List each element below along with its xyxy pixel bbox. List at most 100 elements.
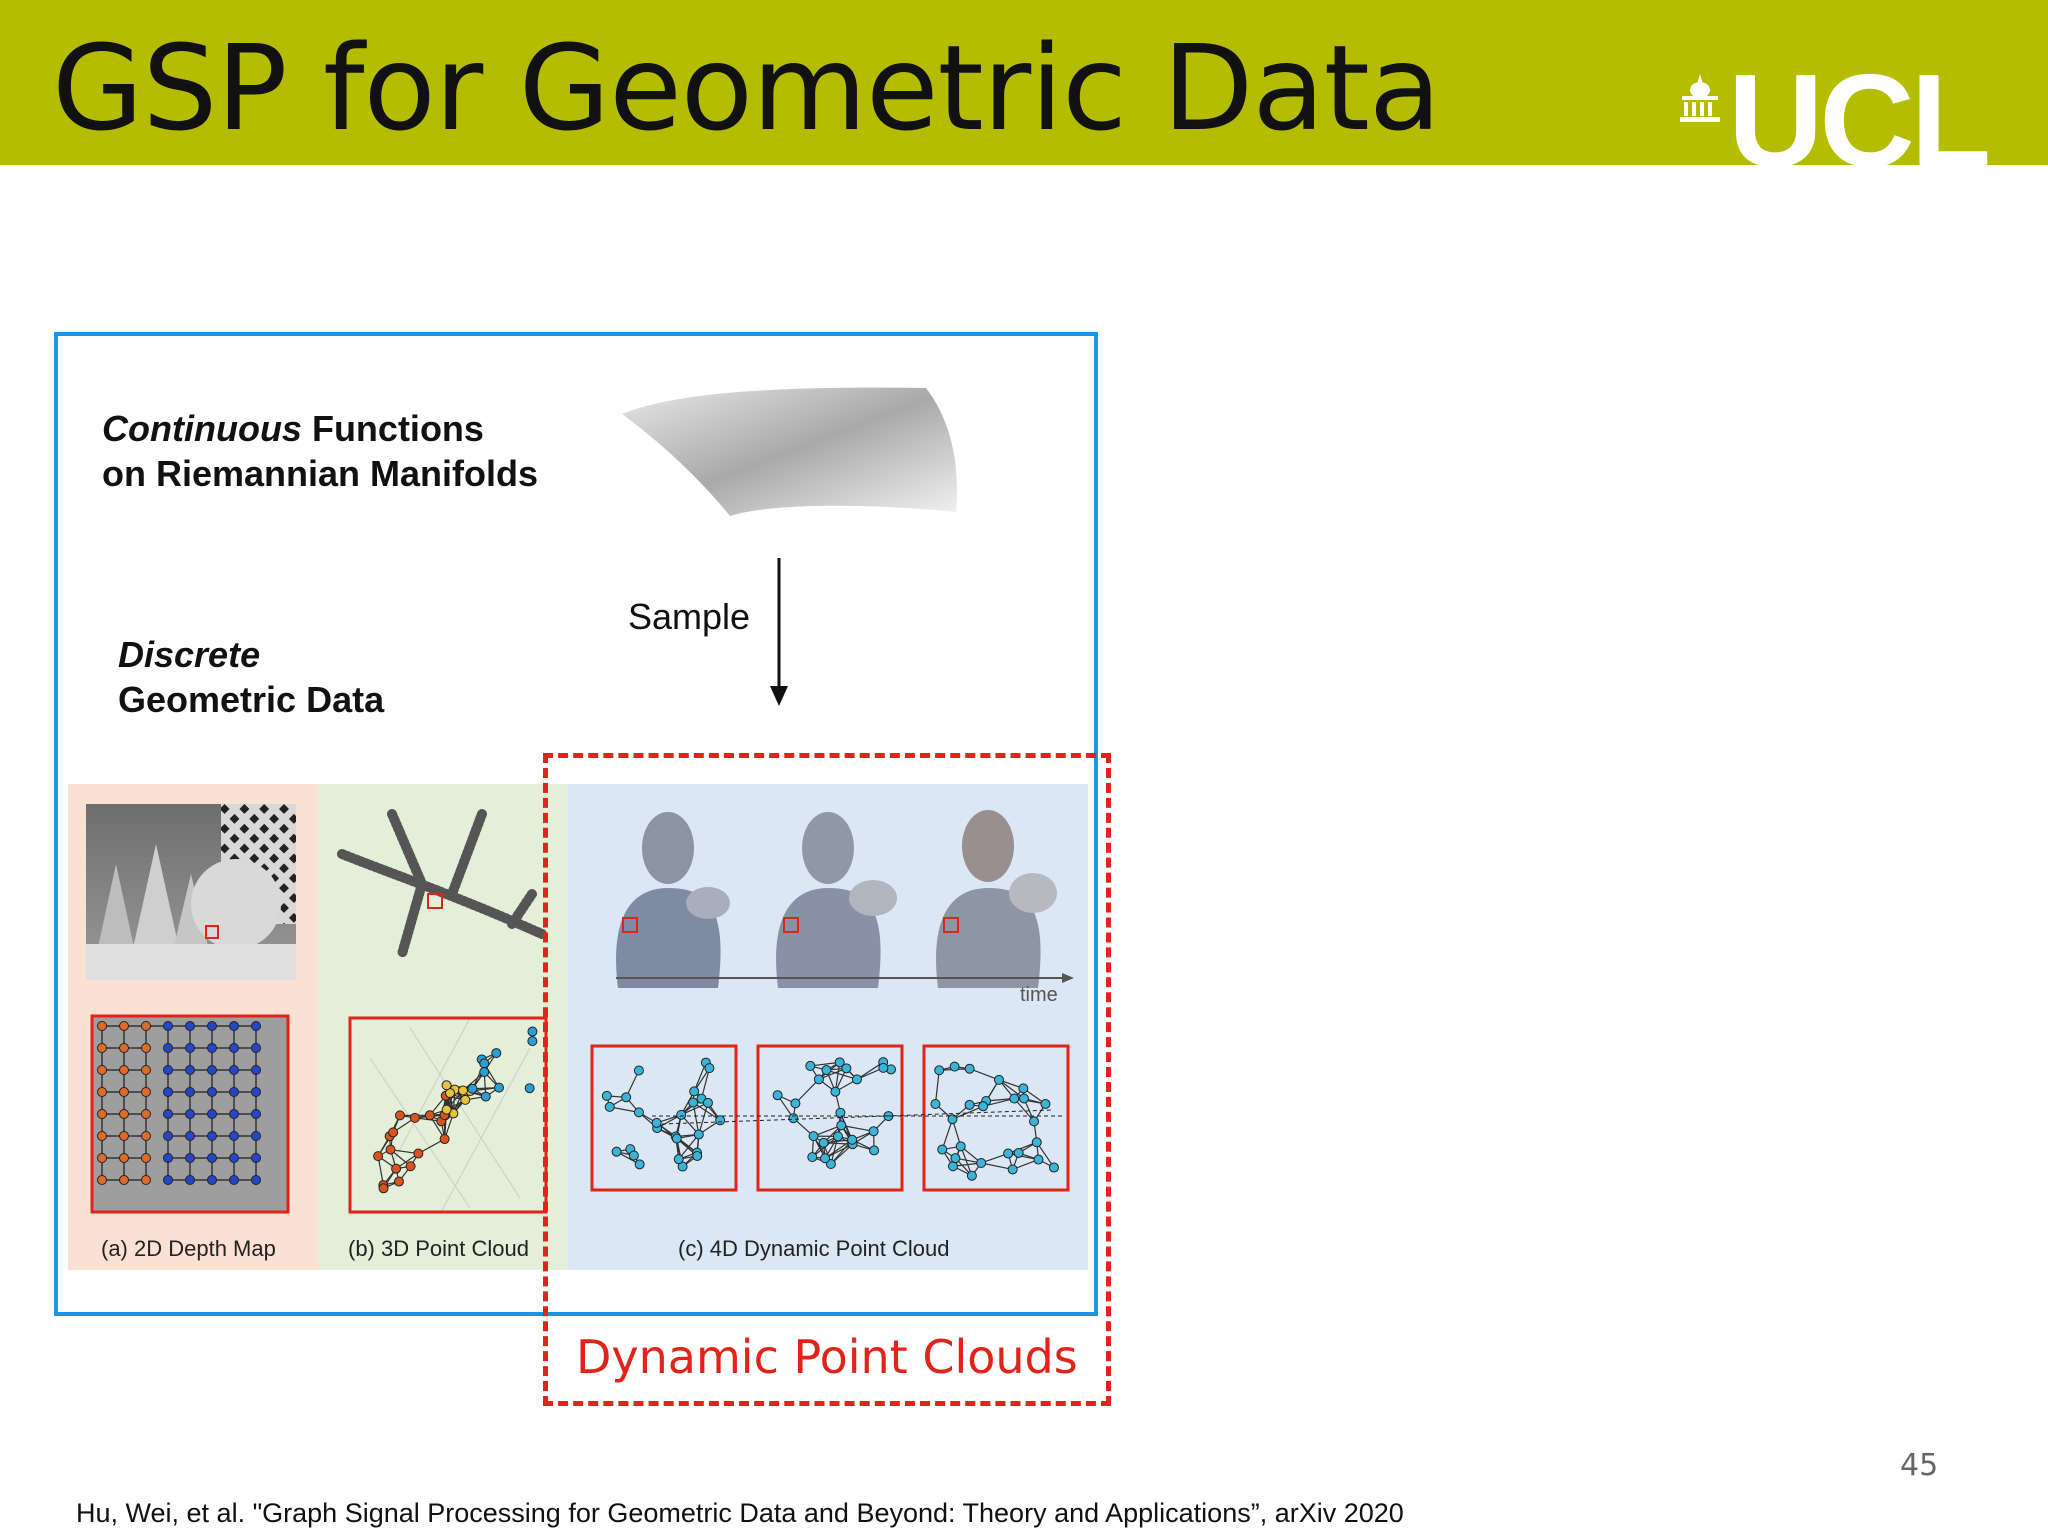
caption-point-cloud: (b) 3D Point Cloud <box>348 1236 529 1261</box>
portico-icon <box>1680 74 1720 122</box>
graph-node <box>119 1043 129 1053</box>
graph-node <box>651 1117 662 1128</box>
graph-node <box>611 1146 622 1157</box>
graph-node <box>978 1101 989 1112</box>
graph-node <box>409 1112 420 1123</box>
graph-node <box>964 1063 975 1074</box>
graph-node <box>163 1065 173 1075</box>
graph-node <box>413 1148 424 1159</box>
graph-node <box>1029 1116 1040 1127</box>
graph-node <box>251 1109 261 1119</box>
page-number: 45 <box>1900 1448 1939 1483</box>
graph-node <box>1007 1164 1018 1175</box>
time-axis-arrow-icon <box>616 973 1074 983</box>
header-bar: GSP for Geometric Data UCL <box>0 0 2048 187</box>
graph-node <box>950 1153 961 1164</box>
graph-node <box>692 1150 703 1161</box>
graph-node <box>141 1043 151 1053</box>
graph-node <box>185 1043 195 1053</box>
caption-depth-map: (a) 2D Depth Map <box>101 1236 276 1261</box>
graph-node <box>229 1065 239 1075</box>
graph-node <box>628 1150 639 1161</box>
graph-node <box>836 1120 847 1131</box>
graph-node <box>373 1151 384 1162</box>
graph-node <box>847 1134 858 1145</box>
graph-node <box>97 1065 107 1075</box>
graph-node <box>1048 1162 1059 1173</box>
graph-node <box>818 1137 829 1148</box>
graph-node <box>229 1087 239 1097</box>
dynamic-point-cloud-highlight <box>543 753 1111 1406</box>
discrete-data-label: Discrete Geometric Data <box>118 632 384 722</box>
graph-node <box>378 1183 389 1194</box>
graph-node <box>976 1157 987 1168</box>
graph-node <box>97 1021 107 1031</box>
graph-node <box>878 1062 889 1073</box>
person-frame-2 <box>776 812 897 988</box>
graph-node <box>141 1065 151 1075</box>
graph-node <box>163 1021 173 1031</box>
graph-node <box>251 1065 261 1075</box>
graph-node <box>141 1109 151 1119</box>
panel-point-cloud: (b) 3D Point Cloud <box>318 784 568 1270</box>
graph-node <box>621 1092 632 1103</box>
graph-node <box>229 1131 239 1141</box>
graph-node <box>964 1099 975 1110</box>
graph-node <box>634 1159 645 1170</box>
graph-node <box>141 1175 151 1185</box>
ucl-logo-text: UCL <box>1728 47 1991 194</box>
graph-node <box>601 1090 612 1101</box>
graph-node <box>715 1115 726 1126</box>
graph-node <box>439 1134 450 1145</box>
graph-node <box>820 1153 831 1164</box>
graph-node <box>671 1133 682 1144</box>
graph-node <box>808 1131 819 1142</box>
graph-node <box>1013 1147 1024 1158</box>
manifold-surface <box>622 387 957 516</box>
continuous-word: Continuous <box>102 408 302 449</box>
graph-node <box>930 1099 941 1110</box>
graph-node <box>479 1058 490 1069</box>
graph-node <box>207 1043 217 1053</box>
graph-node <box>1040 1098 1051 1109</box>
graph-node <box>1003 1148 1014 1159</box>
graph-node <box>163 1087 173 1097</box>
graph-node <box>229 1153 239 1163</box>
geometric-data-line: Geometric Data <box>118 679 385 720</box>
graph-node <box>229 1109 239 1119</box>
graph-node <box>524 1083 535 1094</box>
graph-node <box>141 1087 151 1097</box>
graph-node <box>251 1131 261 1141</box>
graph-node <box>825 1159 836 1170</box>
riemannian-line: on Riemannian Manifolds <box>102 453 539 494</box>
graph-node <box>702 1097 713 1108</box>
graph-node <box>1009 1093 1020 1104</box>
graph-node <box>1031 1137 1042 1148</box>
graph-node <box>207 1109 217 1119</box>
graph-node <box>251 1043 261 1053</box>
graph-node <box>834 1057 845 1068</box>
graph-node <box>772 1090 783 1101</box>
graph-node <box>790 1098 801 1109</box>
graph-node <box>97 1043 107 1053</box>
graph-node <box>841 1063 852 1074</box>
graph-node <box>937 1144 948 1155</box>
graph-node <box>163 1175 173 1185</box>
graph-node <box>405 1161 416 1172</box>
graph-node <box>966 1170 977 1181</box>
graph-node <box>185 1175 195 1185</box>
time-label: time <box>1020 984 1058 1006</box>
reference-citation: Hu, Wei, et al. "Graph Signal Processing… <box>76 1498 1404 1528</box>
person-frame-1 <box>616 812 730 988</box>
graph-node <box>813 1074 824 1085</box>
graph-node <box>868 1126 879 1137</box>
graph-node <box>394 1110 405 1121</box>
graph-node <box>251 1087 261 1097</box>
depth-grid-graph <box>90 1014 290 1214</box>
sample-label: Sample <box>628 596 751 637</box>
graph-node <box>424 1110 435 1121</box>
ucl-logo: UCL <box>1680 55 2000 187</box>
graph-node <box>441 1080 452 1091</box>
graph-node <box>393 1176 404 1187</box>
graph-node <box>807 1152 818 1163</box>
